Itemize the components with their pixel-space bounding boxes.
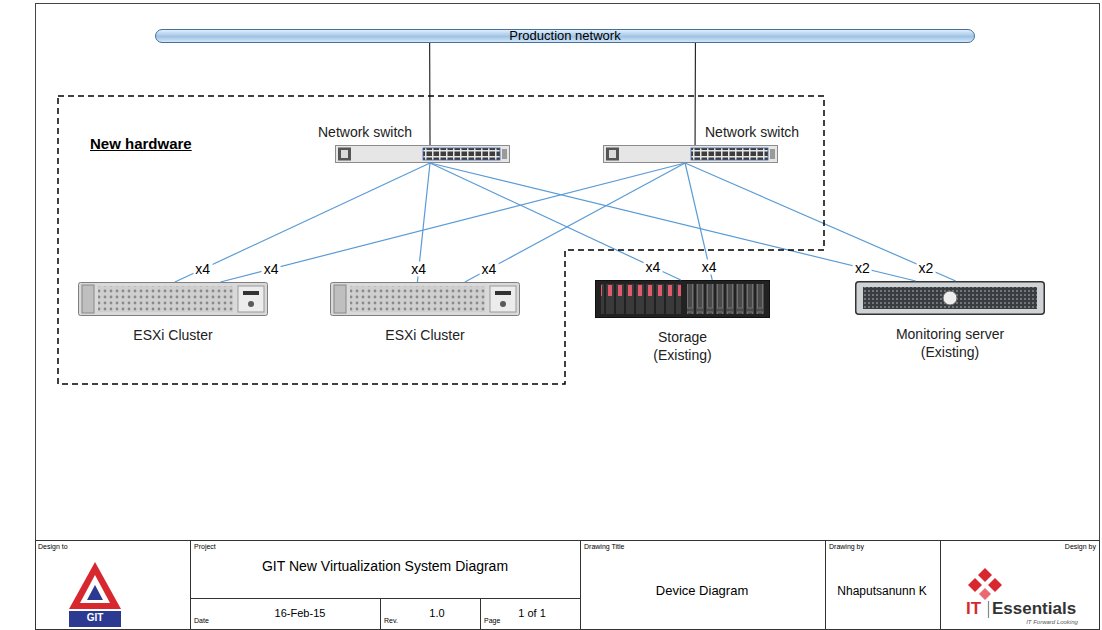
drawing-part — [863, 287, 1037, 309]
field-caption: Drawing by — [829, 543, 864, 551]
server-picture — [331, 283, 520, 316]
drawing-part — [988, 601, 989, 618]
git-logo — [69, 562, 121, 627]
drawing-part — [87, 585, 103, 600]
esxi-server: ESXi Cluster — [330, 282, 520, 316]
node-label: Network switch — [705, 124, 799, 140]
hardware-group: New hardwareNetwork switchNetwork switch… — [57, 95, 825, 385]
node-label: ESXi Cluster — [98, 326, 248, 344]
sheet-frame — [36, 4, 1100, 630]
field-caption: Design to — [38, 543, 68, 551]
drawing-part — [979, 588, 991, 600]
network-link — [221, 163, 686, 282]
drawing-part — [601, 284, 681, 314]
drawing-part — [596, 281, 770, 318]
esxi-server: ESXi Cluster — [78, 282, 268, 316]
logo-text: IT — [966, 599, 981, 619]
drawing-part — [190, 598, 580, 599]
network-link — [465, 163, 685, 282]
storage-picture — [596, 281, 770, 318]
drawing-part — [988, 578, 1002, 592]
node-label: ESXi Cluster — [350, 326, 500, 344]
drawing-part — [69, 562, 121, 609]
network-link — [695, 43, 696, 145]
field-caption: Project — [194, 543, 216, 551]
monitoring-server: Monitoring server (Existing) — [855, 281, 1045, 315]
node-label: New hardware — [90, 135, 192, 152]
drawing-part — [380, 598, 381, 630]
date-value: 16-Feb-15 — [275, 607, 326, 620]
network-switch: Network switch — [603, 145, 778, 163]
page-value: 1 of 1 — [518, 607, 546, 620]
network-link — [430, 163, 681, 280]
drawing-part — [190, 540, 191, 630]
title-block — [36, 540, 1100, 630]
network-link — [175, 163, 430, 282]
switch-picture — [336, 146, 510, 163]
monitoring-picture — [856, 282, 1045, 315]
link-count: x2 — [853, 261, 872, 276]
project-name: GIT New Virtualization System Diagram — [262, 558, 508, 574]
logo-tagline: IT Forward Looking — [1026, 619, 1078, 626]
logo-text: Essentials — [992, 599, 1076, 619]
link-count: x4 — [193, 262, 212, 277]
drawing-part — [978, 568, 992, 582]
drawing-part — [825, 540, 826, 630]
storage-array: Storage (Existing) — [595, 280, 770, 318]
drawing-part — [69, 611, 121, 627]
field-caption: Drawing Title — [584, 543, 624, 551]
link-count: x4 — [262, 262, 281, 277]
switch-picture — [604, 146, 778, 163]
drawing-part — [36, 541, 1100, 630]
network-switch: Network switch — [335, 145, 510, 163]
drawing-title: Device Diagram — [656, 584, 748, 599]
link-count: x4 — [700, 260, 719, 275]
drawing-part — [968, 578, 982, 592]
link-count: x4 — [480, 262, 499, 277]
network-link — [685, 163, 956, 281]
node-label: Storage (Existing) — [635, 328, 730, 364]
drawing-part — [580, 540, 581, 630]
node-label: Production network — [156, 30, 974, 42]
link-count: x4 — [643, 260, 662, 275]
logo-text: GIT — [87, 612, 104, 624]
field-caption: Date — [194, 617, 209, 625]
drawing-part — [943, 291, 957, 305]
author-name: Nhaputsanunn K — [837, 585, 926, 599]
field-caption: Design by — [1065, 543, 1096, 551]
network-link — [429, 43, 430, 145]
link-count: x4 — [409, 262, 428, 277]
node-label: Network switch — [318, 124, 412, 140]
server-picture — [79, 283, 268, 316]
drawing-part — [80, 575, 110, 603]
dashed-border — [58, 96, 824, 384]
field-caption: Page — [484, 617, 500, 625]
node-label: Monitoring server (Existing) — [880, 325, 1020, 361]
link-count: x2 — [916, 261, 935, 276]
network-link — [430, 163, 916, 281]
network-bus: Production network — [155, 29, 975, 43]
drawing-part — [480, 598, 481, 630]
drawing-part — [687, 284, 765, 314]
drawing-part — [856, 282, 1045, 315]
field-caption: Rev. — [384, 617, 398, 625]
drawing-part — [940, 540, 941, 630]
revision-value: 1.0 — [429, 607, 444, 620]
